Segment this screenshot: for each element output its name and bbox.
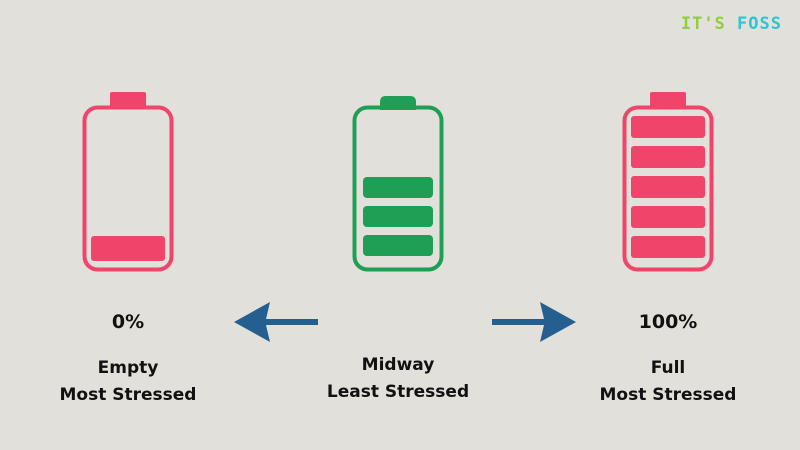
battery-midway-icon bbox=[352, 96, 444, 272]
empty-percent: 0% bbox=[111, 311, 145, 333]
battery-full-icon bbox=[622, 92, 714, 272]
arrow-left-icon bbox=[234, 302, 318, 342]
battery-empty-icon bbox=[82, 92, 174, 272]
empty-line1: Empty bbox=[97, 358, 159, 378]
empty-line2: Most Stressed bbox=[59, 385, 197, 405]
brand-logo: IT'S FOSS bbox=[681, 14, 782, 34]
battery-bar bbox=[91, 236, 165, 261]
battery-bar bbox=[631, 236, 705, 258]
battery-bar bbox=[363, 206, 433, 227]
full-percent: 100% bbox=[638, 311, 698, 333]
arrow-right-icon bbox=[492, 302, 576, 342]
full-line1: Full bbox=[650, 358, 686, 378]
full-caption: Full Most Stressed bbox=[578, 355, 758, 409]
logo-part2: FOSS bbox=[737, 14, 782, 34]
battery-bar bbox=[631, 116, 705, 138]
battery-bar bbox=[363, 177, 433, 198]
battery-bar bbox=[631, 146, 705, 168]
midway-caption: Midway Least Stressed bbox=[308, 352, 488, 406]
battery-bar bbox=[631, 206, 705, 228]
midway-line1: Midway bbox=[361, 355, 435, 375]
logo-part1: IT'S bbox=[680, 14, 726, 34]
empty-caption: Empty Most Stressed bbox=[38, 355, 218, 409]
full-line2: Most Stressed bbox=[599, 385, 737, 405]
battery-bar bbox=[631, 176, 705, 198]
battery-bar bbox=[363, 235, 433, 256]
midway-line2: Least Stressed bbox=[326, 382, 470, 402]
